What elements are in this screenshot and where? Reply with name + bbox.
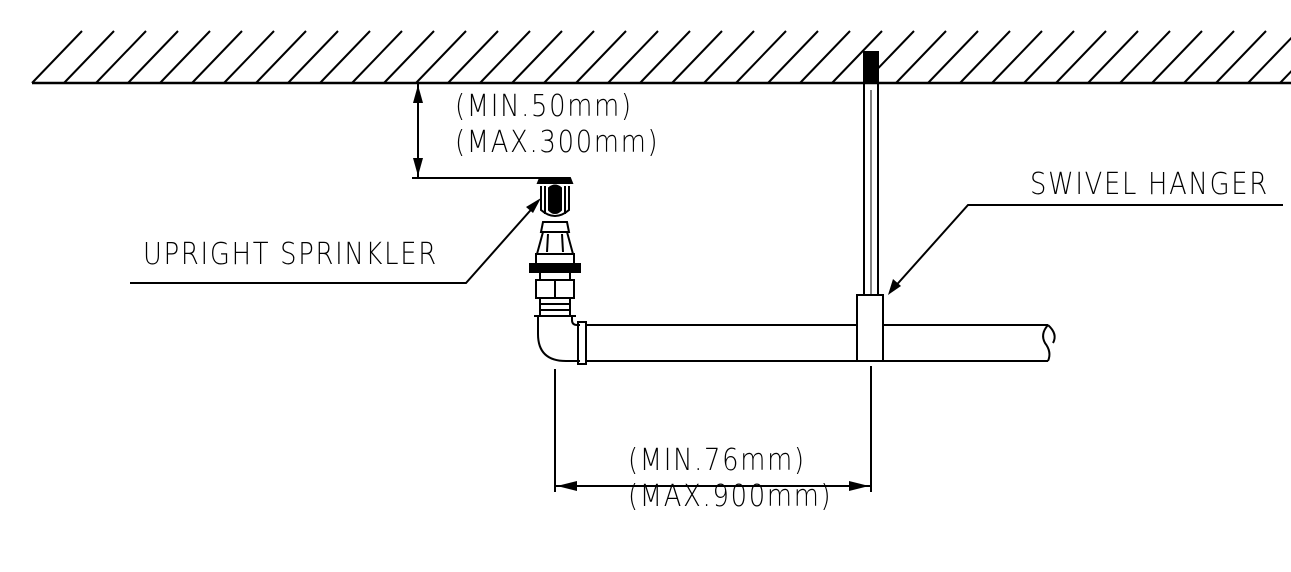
hatch-line xyxy=(1280,31,1291,83)
ceiling-hatching xyxy=(32,31,1291,83)
hatch-line xyxy=(160,31,210,83)
spacing-max-label: (MAX.900mm) xyxy=(628,479,833,514)
spacing-min-label: (MIN.76mm) xyxy=(628,443,806,478)
hatch-line xyxy=(64,31,114,83)
hatch-line xyxy=(1152,31,1202,83)
elbow-outer xyxy=(538,316,580,361)
hanger-leader-arrow xyxy=(888,279,901,295)
clearance-min-label: (MIN.50mm) xyxy=(455,89,633,124)
hatch-line xyxy=(672,31,722,83)
hatch-line xyxy=(192,31,242,83)
hatch-line xyxy=(608,31,658,83)
threaded-nipple xyxy=(540,272,570,280)
spacing-arrow-left xyxy=(557,481,577,491)
hatch-line xyxy=(1088,31,1138,83)
clearance-dimension xyxy=(412,84,548,178)
hatch-line xyxy=(640,31,690,83)
hatch-line xyxy=(384,31,434,83)
upright-sprinkler xyxy=(537,178,573,254)
hatch-line xyxy=(896,31,946,83)
branch-pipe xyxy=(534,316,1055,364)
hanger-label: SWIVEL HANGER xyxy=(1030,167,1269,202)
hatch-line xyxy=(1184,31,1234,83)
hatch-line xyxy=(704,31,754,83)
hatch-line xyxy=(416,31,466,83)
hatch-line xyxy=(832,31,882,83)
spacing-arrow-right xyxy=(849,481,869,491)
clearance-max-label: (MAX.300mm) xyxy=(455,125,660,160)
hatch-line xyxy=(928,31,978,83)
nipple-lower xyxy=(540,298,570,316)
leaders xyxy=(130,198,1283,295)
hatch-line xyxy=(544,31,594,83)
hatch-line xyxy=(1056,31,1106,83)
hatch-line xyxy=(1024,31,1074,83)
sprinkler-leader-arrow xyxy=(526,198,541,213)
hatch-line xyxy=(768,31,818,83)
hatch-line xyxy=(736,31,786,83)
ceiling xyxy=(32,31,1291,83)
clearance-arrow-up xyxy=(413,85,423,103)
sprinkler-label: UPRIGHT SPRINKLER xyxy=(143,237,438,272)
swivel-hanger xyxy=(857,52,883,361)
hatch-line xyxy=(1248,31,1291,83)
hatch-line xyxy=(1216,31,1266,83)
spacing-dimension xyxy=(555,366,871,492)
hatch-line xyxy=(1120,31,1170,83)
hatch-line xyxy=(512,31,562,83)
ceiling-anchor xyxy=(864,52,878,82)
sprinkler-frame xyxy=(541,186,569,216)
sprinkler-deflector xyxy=(538,178,572,183)
coupling-upper xyxy=(536,254,574,264)
coupling-flange xyxy=(530,264,580,272)
sprinkler-nut-line xyxy=(547,234,548,252)
hanger-leader-line xyxy=(892,205,1283,290)
sprinkler-bulb xyxy=(549,186,561,214)
hatch-line xyxy=(800,31,850,83)
hanger-clamp xyxy=(857,295,883,361)
hatch-line xyxy=(32,31,82,83)
hatch-line xyxy=(288,31,338,83)
sprinkler-leader-line xyxy=(130,203,537,283)
sprinkler-body xyxy=(541,222,569,232)
riser-fittings xyxy=(530,254,580,316)
hatch-line xyxy=(224,31,274,83)
pipe-break-symbol xyxy=(1043,325,1055,361)
hatch-line xyxy=(448,31,498,83)
hatch-line xyxy=(576,31,626,83)
elbow-inner xyxy=(572,316,580,325)
hatch-line xyxy=(992,31,1042,83)
hatch-line xyxy=(128,31,178,83)
sprinkler-hex-nut xyxy=(537,232,573,254)
hatch-line xyxy=(256,31,306,83)
sprinkler-nut-line-2 xyxy=(562,234,563,252)
hatch-line xyxy=(352,31,402,83)
hatch-line xyxy=(480,31,530,83)
hatch-line xyxy=(96,31,146,83)
clearance-arrow-down xyxy=(413,158,423,176)
hatch-line xyxy=(320,31,370,83)
hatch-line xyxy=(960,31,1010,83)
elbow-collar xyxy=(578,322,586,364)
